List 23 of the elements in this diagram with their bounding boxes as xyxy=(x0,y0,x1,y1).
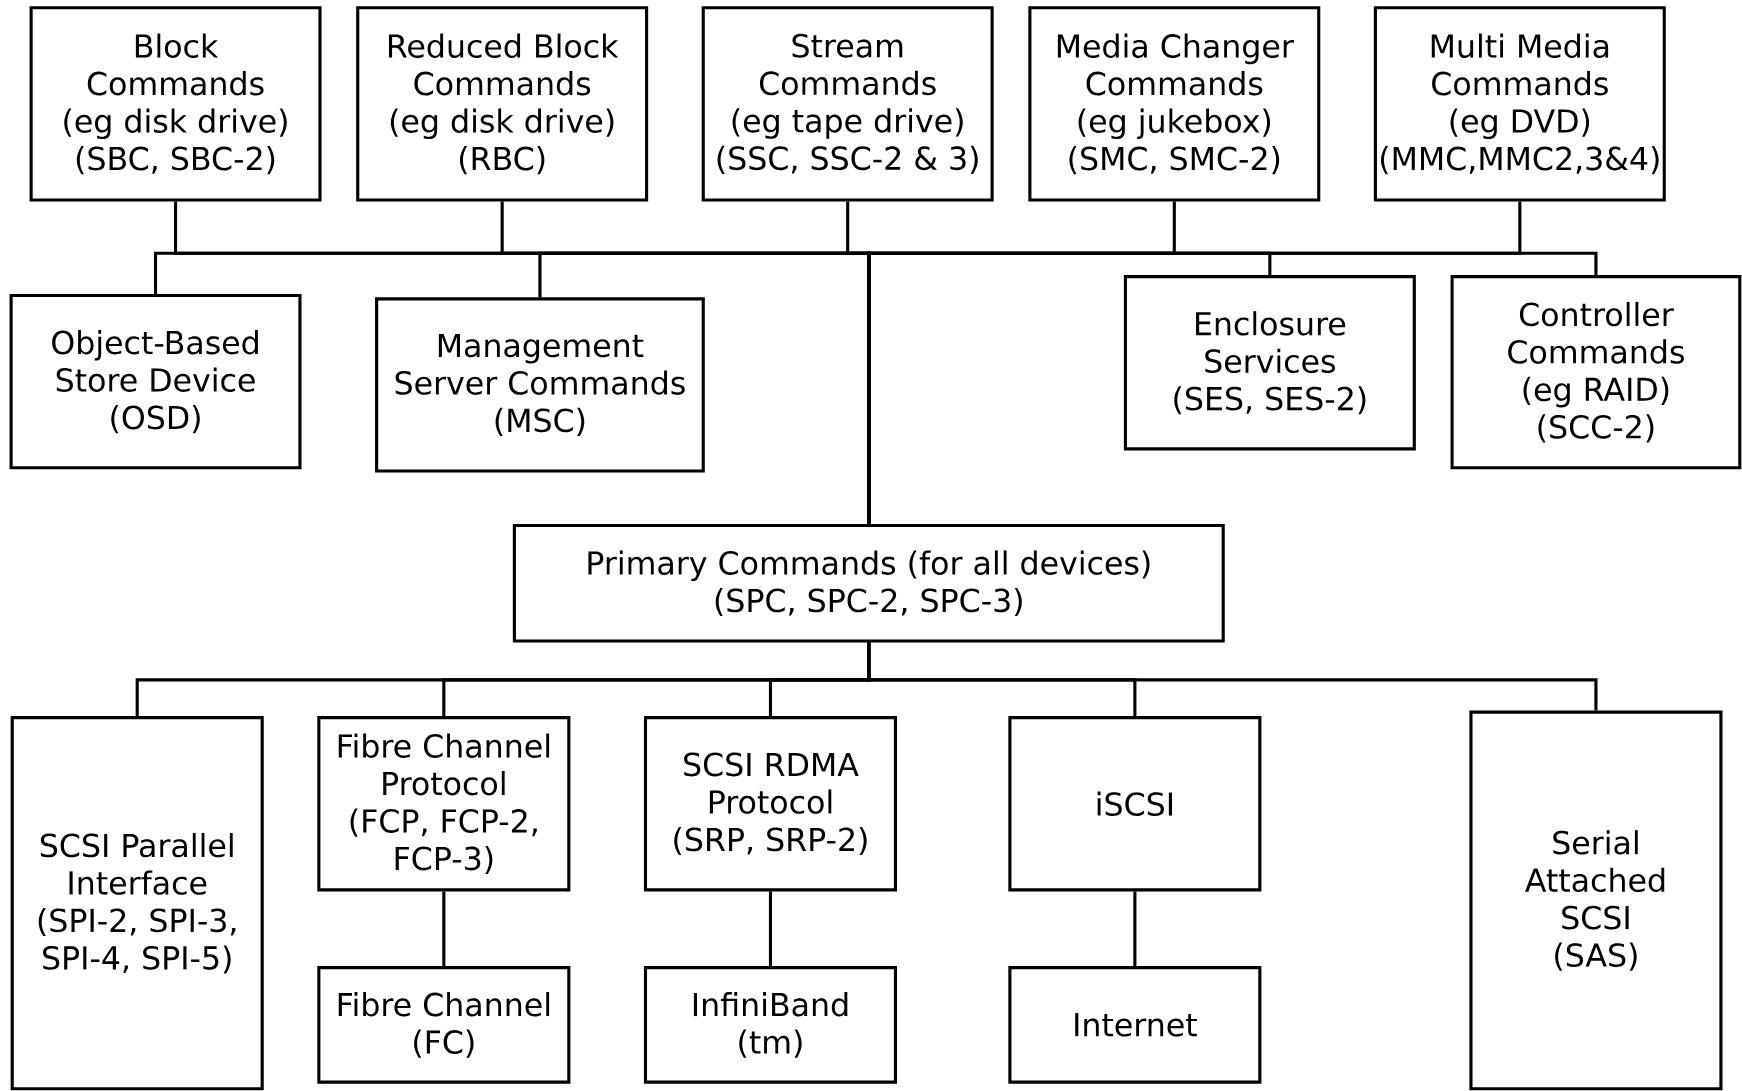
standard-box: Controller Commands (eg RAID) (SCC-2) xyxy=(1450,275,1742,470)
standard-box: Stream Commands (eg tape drive) (SSC, SSC-2 & 3) xyxy=(701,6,994,202)
standard-box: Management Server Commands (MSC) xyxy=(375,297,705,473)
standard-box: Object-Based Store Device (OSD) xyxy=(9,293,302,470)
connector-line xyxy=(1133,891,1137,967)
standard-box: Primary Commands (for all devices) (SPC, SPC-2, SPC-3) xyxy=(512,523,1225,643)
standard-box: Media Changer Commands (eg jukebox) (SMC, SMC-2) xyxy=(1028,6,1321,202)
standard-box: iSCSI xyxy=(1008,716,1262,892)
standard-box: Internet xyxy=(1008,966,1262,1084)
standard-box: Reduced Block Commands (eg disk drive) (RBC) xyxy=(356,6,649,202)
connector-line xyxy=(867,642,1598,711)
connector-line xyxy=(442,891,446,967)
connector-line xyxy=(867,251,1598,524)
standard-box: InfiniBand (tm) xyxy=(643,966,897,1084)
connector-line xyxy=(768,891,773,967)
standard-box: Enclosure Services (SES, SES-2) xyxy=(1123,275,1416,451)
standard-box: Fibre Channel (FC) xyxy=(317,966,571,1084)
standard-box: SCSI RDMA Protocol (SRP, SRP-2) xyxy=(643,716,897,892)
standard-box: Fibre Channel Protocol (FCP, FCP-2, FCP-3) xyxy=(317,716,571,892)
standard-box: SCSI Parallel Interface (SPI-2, SPI-3, SPI-4, SPI-5) xyxy=(10,716,264,1091)
standard-box: Multi Media Commands (eg DVD) (MMC,MMC2,3&4) xyxy=(1373,6,1666,202)
standard-box: Serial Attached SCSI (SAS) xyxy=(1469,710,1723,1091)
standard-box: Block Commands (eg disk drive) (SBC, SBC-2) xyxy=(29,6,322,202)
